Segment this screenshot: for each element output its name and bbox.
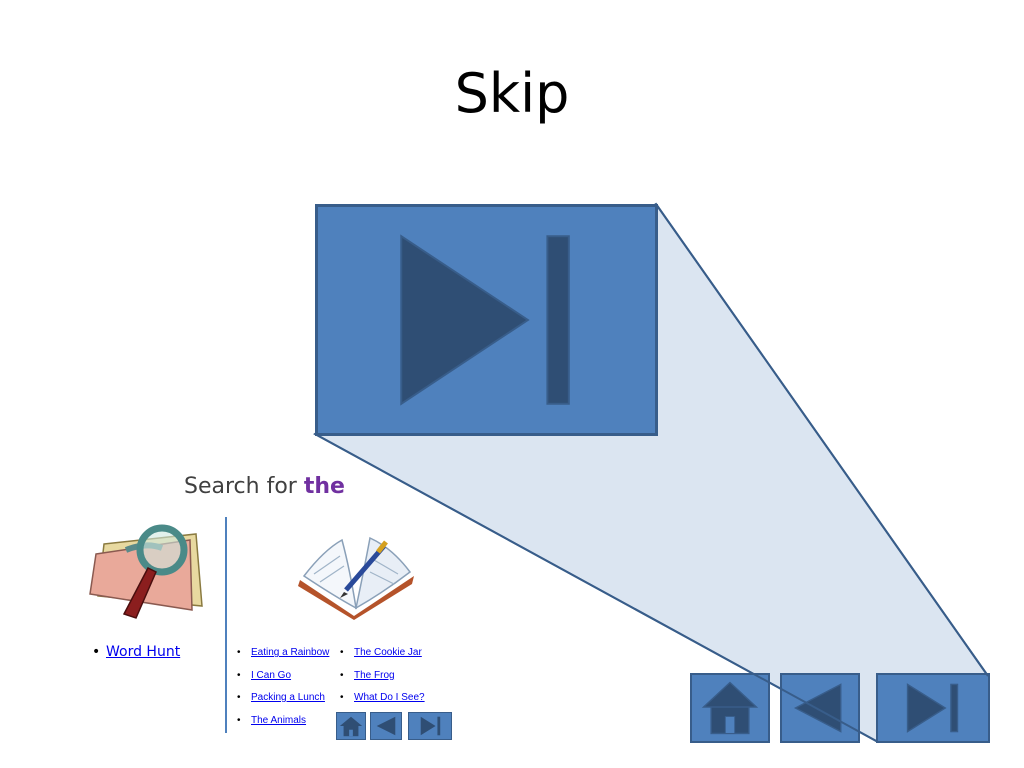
home-icon — [701, 681, 759, 735]
home-button-small[interactable] — [336, 712, 366, 740]
book-pen-icon — [298, 536, 414, 620]
story-link-packing-a-lunch[interactable]: Packing a Lunch — [251, 692, 325, 703]
skip-button[interactable] — [876, 673, 990, 743]
search-heading: Search for the — [184, 474, 345, 499]
skip-forward-icon — [400, 234, 570, 406]
search-word: the — [303, 474, 345, 499]
skip-button-small[interactable] — [408, 712, 452, 740]
list-item: Eating a Rainbow — [237, 647, 329, 670]
story-list-column-2: The Cookie Jar The Frog What Do I See? — [340, 647, 425, 715]
home-button[interactable] — [690, 673, 770, 743]
list-item: The Frog — [340, 670, 425, 693]
story-list-column-1: Eating a Rainbow I Can Go Packing a Lunc… — [237, 647, 329, 737]
back-triangle-icon — [793, 683, 842, 733]
column-divider — [225, 517, 227, 733]
search-prefix: Search for — [184, 474, 304, 499]
skip-forward-icon — [906, 683, 959, 733]
story-link-the-cookie-jar[interactable]: The Cookie Jar — [354, 647, 422, 658]
story-link-i-can-go[interactable]: I Can Go — [251, 669, 292, 681]
list-item: The Animals — [237, 715, 329, 738]
list-item: Packing a Lunch — [237, 692, 329, 715]
magnifying-glass-icon — [89, 524, 203, 619]
skip-button-enlarged[interactable] — [315, 204, 658, 436]
slide-title: Skip — [454, 62, 570, 125]
story-link-the-frog[interactable]: The Frog — [354, 669, 395, 681]
skip-forward-icon — [420, 716, 441, 736]
word-hunt-list: Word Hunt — [92, 644, 180, 660]
list-item: I Can Go — [237, 670, 329, 693]
story-link-what-do-i-see[interactable]: What Do I See? — [354, 692, 425, 703]
word-hunt-link[interactable]: Word Hunt — [106, 644, 181, 660]
story-link-the-animals[interactable]: The Animals — [251, 714, 307, 726]
list-item: The Cookie Jar — [340, 647, 425, 670]
story-link-eating-a-rainbow[interactable]: Eating a Rainbow — [251, 647, 330, 658]
back-button[interactable] — [780, 673, 860, 743]
back-button-small[interactable] — [370, 712, 402, 740]
back-triangle-icon — [376, 716, 396, 736]
home-icon — [339, 716, 363, 737]
list-item: Word Hunt — [92, 644, 180, 660]
